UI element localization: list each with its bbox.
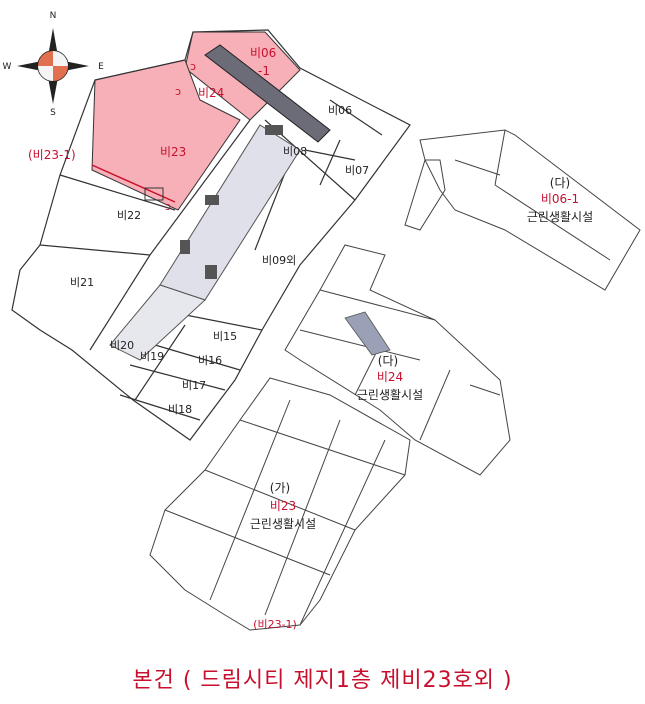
curl-mark: ↄ — [165, 200, 171, 213]
unit-b09-label: 비09외 — [262, 254, 296, 267]
detail-bottom-letter: (가) — [270, 481, 290, 495]
unit-b06-label: 비06 — [328, 104, 352, 117]
unit-b24-label: 비24 — [198, 86, 224, 100]
detail-plan-right-top — [404, 129, 641, 291]
page-caption: 본건 ( 드림시티 제지1층 제비23호외 ) — [132, 668, 513, 693]
stair-block — [265, 125, 283, 135]
unit-b22-label: 비22 — [117, 209, 141, 222]
curl-mark: ↄ — [190, 60, 196, 73]
stair-block — [205, 265, 217, 279]
compass-rose-icon — [17, 28, 89, 104]
escalator-band — [204, 44, 331, 143]
curl-mark: ↄ — [175, 85, 181, 98]
detail-right-top-use: 근린생활시설 — [527, 210, 593, 224]
unit-b19-label: 비19 — [140, 350, 164, 363]
compass-south-label: S — [50, 108, 56, 118]
detail-plan-middle — [284, 244, 511, 476]
detail-bottom-footnote: (비23-1) — [253, 618, 297, 631]
detail-right-top-letter: (다) — [550, 176, 570, 190]
unit-b15-label: 비15 — [213, 330, 237, 343]
unit-b20-label: 비20 — [110, 339, 134, 352]
compass-east-label: E — [98, 62, 104, 72]
detail-middle-letter: (다) — [378, 354, 398, 368]
room-box — [144, 187, 164, 201]
stair-block — [180, 240, 190, 254]
escalator-band — [344, 311, 391, 356]
compass-north-label: N — [50, 11, 57, 21]
unit-b06-1-label: 비06 — [250, 46, 276, 60]
unit-b23-label: 비23 — [160, 145, 186, 159]
detail-bottom-unit: 비23 — [270, 499, 296, 513]
main-building-outline — [11, 29, 411, 441]
unit-b08-label: 비08 — [283, 145, 307, 158]
unit-b23-1-callout-label: (비23-1) — [28, 148, 76, 162]
unit-b18-label: 비18 — [168, 403, 192, 416]
unit-b06-1-label-suffix: -1 — [258, 64, 270, 78]
stair-block — [205, 195, 219, 205]
unit-b16-label: 비16 — [198, 354, 222, 367]
detail-right-top-unit: 비06-1 — [541, 192, 579, 206]
detail-plan-bottom — [149, 377, 411, 631]
unit-b17-label: 비17 — [182, 379, 206, 392]
unit-b21-label: 비21 — [70, 276, 94, 289]
detail-middle-unit: 비24 — [377, 370, 403, 384]
compass-west-label: W — [3, 62, 12, 72]
detail-bottom-use: 근린생활시설 — [250, 517, 316, 531]
b23-1-callout-line — [91, 164, 176, 203]
corridor-lower — [109, 284, 206, 361]
unit-b07-label: 비07 — [345, 164, 369, 177]
detail-middle-use: 근린생활시설 — [357, 388, 423, 402]
